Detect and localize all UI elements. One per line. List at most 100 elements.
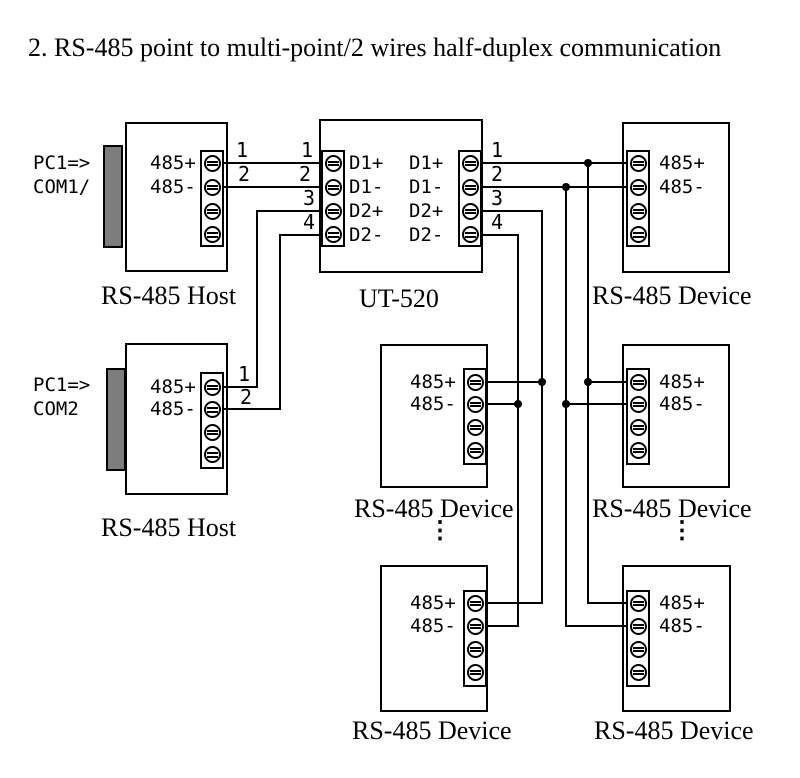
screw-terminal-icon: [461, 178, 479, 196]
host1-connector-icon: [103, 145, 123, 248]
wire-number: 1: [491, 138, 504, 162]
wire-number: 3: [491, 186, 504, 210]
screw-terminal-icon: [629, 395, 647, 413]
converter-box: [319, 119, 483, 273]
wire-device3-plus: [587, 381, 626, 383]
screw-terminal-icon: [466, 594, 484, 612]
junction-dot: [584, 378, 592, 386]
screw-terminal-icon: [461, 202, 479, 220]
device4-terminal-plus-label: 485+: [410, 592, 456, 614]
device2-caption: RS-485 Device: [354, 494, 514, 523]
screw-terminal-icon: [629, 202, 647, 220]
junction-dot: [562, 183, 570, 191]
wire-number: 4: [491, 210, 504, 234]
device5-terminal-plus-label: 485+: [659, 592, 705, 614]
screw-terminal-icon: [466, 373, 484, 391]
wire-d2minus-right: [483, 234, 519, 236]
device4-terminal-minus-label: 485-: [410, 615, 456, 637]
device3-terminal-minus-label: 485-: [659, 393, 705, 415]
screw-terminal-icon: [324, 154, 342, 172]
wire-device5-plus: [587, 602, 626, 604]
screw-terminal-icon: [203, 178, 221, 196]
screw-terminal-icon: [203, 378, 221, 396]
more-devices-ellipsis-icon: ⋮: [670, 516, 694, 544]
host2-caption: RS-485 Host: [101, 513, 237, 542]
screw-terminal-icon: [203, 423, 221, 441]
screw-terminal-icon: [203, 401, 221, 418]
junction-dot: [514, 400, 522, 408]
wire-number: 4: [303, 210, 316, 234]
host1-caption: RS-485 Host: [101, 281, 237, 310]
screw-terminal-icon: [466, 617, 484, 635]
screw-terminal-icon: [324, 226, 342, 243]
wire-number: 3: [303, 186, 316, 210]
wire-number: 2: [238, 162, 251, 186]
device1-caption: RS-485 Device: [592, 281, 752, 310]
device5-caption: RS-485 Device: [594, 716, 754, 745]
junction-dot: [584, 159, 592, 167]
screw-terminal-icon: [629, 226, 647, 243]
wire-number: 1: [236, 138, 249, 162]
screw-terminal-icon: [203, 226, 221, 243]
device4-caption: RS-485 Device: [352, 716, 512, 745]
converter-left-port-2: D1-: [349, 176, 384, 198]
wire-d2plus-left: [257, 210, 319, 212]
wire-number: 2: [240, 385, 253, 409]
wire-d2plus-down: [256, 210, 258, 388]
wire-host2-minus: [222, 408, 281, 410]
wire-d2minus-bus-vertical: [517, 234, 519, 627]
screw-terminal-icon: [629, 663, 647, 681]
host2-com-label: COM2: [33, 398, 79, 420]
device1-terminal-block: [626, 150, 650, 247]
junction-dot: [538, 378, 546, 386]
wire-d1minus-bus: [483, 186, 626, 188]
screw-terminal-icon: [466, 663, 484, 681]
converter-left-terminal-block: [321, 150, 345, 247]
device3-caption: RS-485 Device: [592, 494, 752, 523]
screw-terminal-icon: [629, 178, 647, 196]
host2-connector-icon: [106, 368, 126, 471]
host1-terminal-plus-label: 485+: [150, 152, 196, 174]
screw-terminal-icon: [203, 202, 221, 220]
more-devices-ellipsis-icon: ⋮: [428, 516, 452, 544]
screw-terminal-icon: [629, 594, 647, 612]
device5-terminal-minus-label: 485-: [659, 615, 705, 637]
device1-terminal-plus-label: 485+: [659, 152, 705, 174]
wire-d2minus-down: [279, 234, 281, 410]
screw-terminal-icon: [461, 154, 479, 172]
screw-terminal-icon: [466, 418, 484, 436]
wire-number: 1: [238, 362, 251, 386]
converter-left-port-3: D2+: [349, 200, 384, 222]
wire-device4-minus: [486, 625, 519, 627]
screw-terminal-icon: [466, 441, 484, 459]
screw-terminal-icon: [324, 178, 342, 196]
screw-terminal-icon: [203, 446, 221, 463]
device2-terminal-minus-label: 485-: [410, 393, 456, 415]
screw-terminal-icon: [466, 640, 484, 658]
converter-right-port-3: D2+: [409, 200, 444, 222]
device4-terminal-block: [463, 590, 487, 687]
wire-d1plus-bus: [483, 162, 626, 164]
wire-d2plus-right: [483, 210, 543, 212]
host1-terminal-block: [200, 150, 224, 247]
device1-terminal-minus-label: 485-: [659, 176, 705, 198]
wire-device2-plus: [486, 381, 543, 383]
converter-right-port-1: D1+: [409, 152, 444, 174]
converter-right-terminal-block: [458, 150, 482, 247]
converter-right-port-4: D2-: [409, 224, 444, 246]
device3-terminal-block: [626, 368, 650, 465]
wire-number: 1: [301, 138, 314, 162]
screw-terminal-icon: [629, 418, 647, 436]
screw-terminal-icon: [466, 395, 484, 413]
host2-terminal-minus-label: 485-: [150, 398, 196, 420]
wire-device3-minus: [565, 403, 626, 405]
wire-device5-minus: [565, 625, 626, 627]
junction-dot: [562, 400, 570, 408]
host1-com-label: COM1/: [33, 176, 91, 198]
wire-host1-d1plus: [222, 162, 319, 164]
screw-terminal-icon: [324, 202, 342, 220]
screw-terminal-icon: [629, 441, 647, 459]
wire-d2minus-left: [280, 234, 319, 236]
wire-d2plus-bus-vertical: [541, 210, 543, 604]
